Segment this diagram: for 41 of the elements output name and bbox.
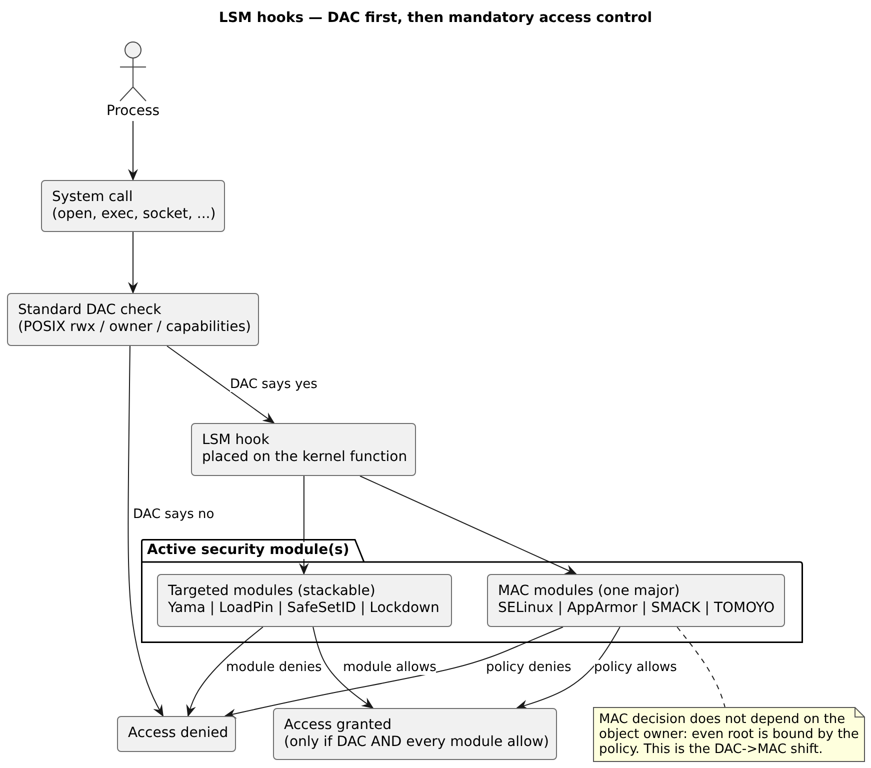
step-title: Access denied [128,725,228,742]
arrow [516,626,620,710]
process-box [273,708,557,760]
step-detail: (open, exec, socket, ...) [52,206,216,223]
process-box [191,423,416,476]
arrow [359,476,578,574]
step-detail: placed on the kernel function [202,449,408,466]
step-detail: SELinux | AppArmor | SMACK | TOMOYO [498,600,775,617]
arrow [186,626,264,717]
arrow [128,120,138,181]
package-frame [141,539,803,643]
diagram-title: LSM hooks — DAC first, then mandatory access control [218,10,652,27]
arrow [166,346,275,424]
edge-label: module allows [343,660,436,675]
note [593,707,865,762]
arrow [312,626,374,709]
arrow [224,626,564,718]
edge-label: DAC says no [133,507,214,522]
arrow [128,346,164,717]
process-box [487,574,785,627]
edge-label: DAC says yes [230,377,318,392]
step-title: Standard DAC check [18,302,162,319]
step-title: Access granted [284,717,392,734]
arrow [128,232,138,294]
note-text: MAC decision does not depend on the object owner: even root is bound by the policy. This is the DAC->MAC shift. [599,712,860,757]
process-box [41,180,225,232]
edge-label: policy denies [486,660,572,675]
dashed-connector [676,626,726,708]
step-title: LSM hook [202,432,270,449]
process-box [117,716,236,752]
step-detail: (only if DAC AND every module allow) [284,734,549,751]
process-box [157,574,452,627]
actor-label: Process [105,103,161,120]
package-title: Active security module(s) [147,542,350,559]
step-detail: Yama | LoadPin | SafeSetID | Lockdown [168,600,440,617]
step-detail: (POSIX rwx / owner / capabilities) [18,319,252,336]
process-box [7,293,259,346]
step-title: MAC modules (one major) [498,583,680,600]
step-title: Targeted modules (stackable) [168,583,376,600]
edge-label: policy allows [594,660,677,675]
step-title: System call [52,189,133,206]
